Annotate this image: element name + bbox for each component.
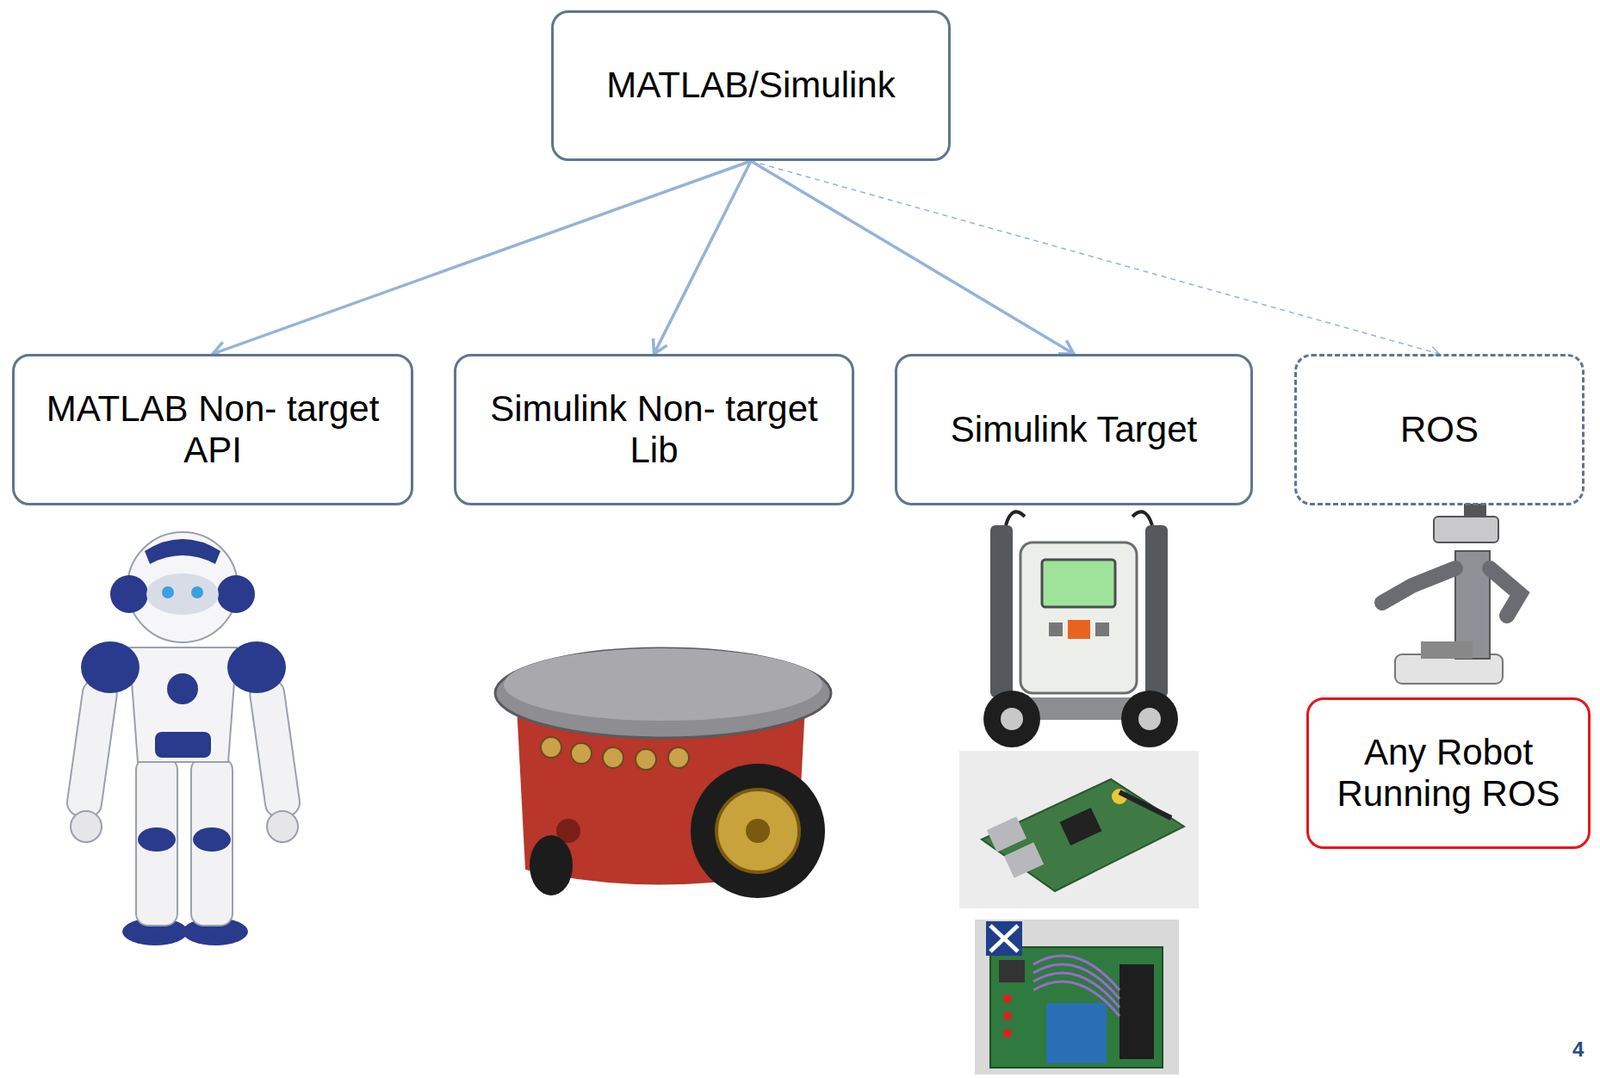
flag-mark	[990, 925, 1018, 952]
knee	[192, 827, 231, 852]
eye	[191, 586, 204, 599]
leg	[191, 757, 233, 926]
top-plate-face	[503, 648, 823, 721]
connector-arrow	[652, 161, 751, 354]
connector-line	[750, 161, 1074, 354]
cable	[1005, 511, 1025, 526]
cable	[1132, 511, 1153, 526]
process-box: Simulink Target	[894, 353, 1253, 506]
photo-ground	[974, 919, 1179, 1075]
process-box: Simulink Non- target Lib	[453, 353, 855, 506]
wires	[1033, 955, 1120, 1017]
wheel	[529, 835, 573, 896]
sonar	[635, 749, 657, 770]
frame	[1145, 525, 1168, 698]
box-text: MATLAB Non- target API	[30, 388, 396, 472]
connector-line	[654, 161, 752, 354]
photo-ground	[959, 750, 1199, 909]
raspberry-pi	[959, 750, 1199, 909]
arduino	[1046, 1003, 1107, 1064]
pioneer-robot	[495, 648, 832, 899]
page-number: 4	[1572, 1037, 1584, 1062]
eye	[161, 586, 174, 599]
hand	[70, 811, 102, 843]
orange-button	[1067, 620, 1091, 639]
highlight-box: Any Robot Running ROS	[1306, 697, 1591, 850]
wheel	[690, 763, 825, 899]
connector-arrow	[750, 161, 1440, 357]
arm	[1382, 568, 1456, 603]
wheel-hub	[1138, 707, 1161, 731]
box-text: MATLAB/Simulink	[606, 64, 895, 106]
connector-line	[750, 161, 1440, 354]
frame	[990, 525, 1013, 698]
process-box: MATLAB Non- target API	[12, 353, 414, 506]
sonar	[602, 747, 624, 769]
led	[1003, 994, 1012, 1004]
connector-line	[212, 161, 751, 354]
servo	[986, 921, 1023, 956]
torso	[129, 647, 237, 763]
arrowhead	[652, 338, 667, 354]
pr2-robot	[1382, 503, 1520, 684]
ear	[217, 575, 255, 614]
connector-arrow	[212, 161, 751, 357]
hand	[266, 811, 298, 843]
led	[1003, 1029, 1012, 1038]
sonar	[540, 737, 562, 758]
shoulder	[227, 641, 286, 694]
circuit-board	[990, 947, 1163, 1068]
connector-arrow	[750, 161, 1074, 354]
top-plate	[495, 648, 832, 738]
lego-nxt-robot	[983, 511, 1179, 748]
led	[1003, 1011, 1012, 1021]
arm	[65, 677, 119, 819]
sonar	[668, 747, 689, 769]
grey-button	[1095, 622, 1110, 637]
head-top	[144, 539, 221, 565]
shoulder	[80, 641, 140, 694]
nao-robot	[65, 532, 302, 946]
ear	[110, 575, 149, 614]
chip	[1060, 807, 1103, 846]
wheel-hub	[716, 789, 800, 873]
sonar	[570, 743, 592, 764]
box-text: Simulink Target	[950, 409, 1197, 451]
sonar-ring	[540, 737, 689, 770]
axle	[745, 818, 770, 844]
head	[1433, 516, 1499, 543]
lcd-screen	[1041, 559, 1116, 608]
leg	[136, 757, 178, 926]
face	[146, 573, 219, 615]
arduino-board	[974, 919, 1179, 1075]
chest-button	[167, 673, 199, 705]
nxt-brick	[1020, 542, 1137, 694]
wheel-hub	[1000, 707, 1024, 731]
dashed-box: ROS	[1294, 353, 1585, 506]
grey-button	[1048, 622, 1063, 637]
gpio-header	[1119, 792, 1172, 819]
arm	[248, 677, 302, 819]
root-box: MATLAB/Simulink	[551, 10, 951, 162]
box-text: Simulink Non- target Lib	[471, 388, 837, 472]
circuit-board	[981, 779, 1185, 892]
knee	[137, 827, 176, 852]
relay	[998, 960, 1025, 983]
usb-port	[986, 816, 1027, 852]
wheel	[1121, 690, 1179, 748]
mast	[1420, 641, 1473, 659]
box-text: ROS	[1400, 409, 1479, 451]
wheel	[983, 690, 1041, 748]
sensor	[1463, 503, 1487, 518]
arm	[1489, 568, 1520, 616]
connector	[1119, 964, 1154, 1060]
arrowhead	[1058, 340, 1074, 354]
belt	[155, 731, 211, 758]
box-text: Any Robot Running ROS	[1324, 731, 1573, 816]
usb-port	[1004, 842, 1044, 878]
